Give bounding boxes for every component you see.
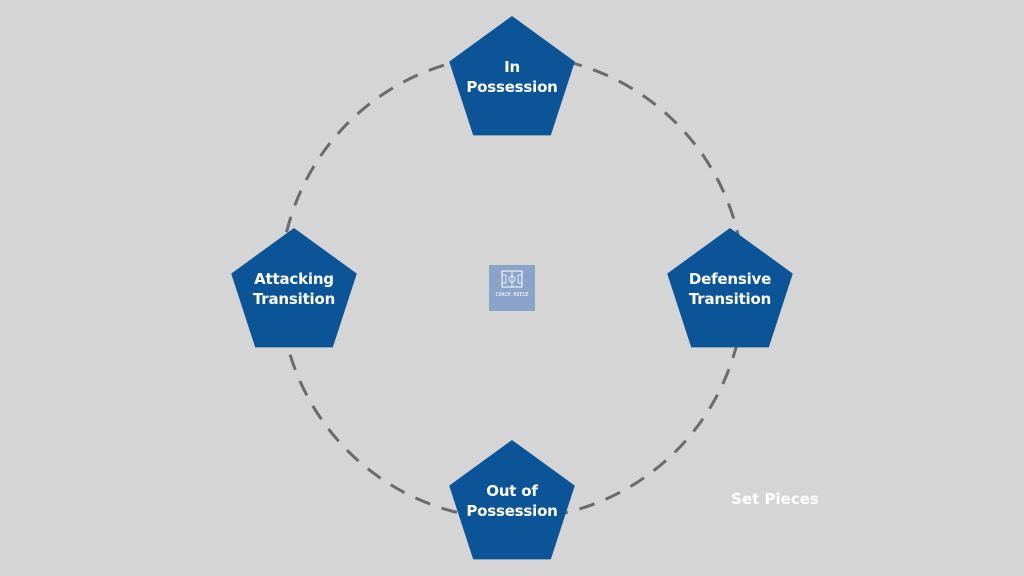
logo-text: COACH REESE (495, 292, 529, 298)
node-label-out-of-possession: Out of Possession (466, 482, 558, 520)
node-out-of-possession (449, 440, 575, 560)
coach-logo: COACH REESE (489, 265, 535, 311)
tactics-board-icon (501, 270, 523, 288)
node-attacking-transition (231, 228, 357, 348)
node-label-defensive-transition: Defensive Transition (688, 270, 772, 308)
node-in-possession (449, 16, 575, 136)
node-label-attacking-transition: Attacking Transition (252, 270, 336, 308)
node-label-in-possession: In Possession (466, 58, 558, 96)
set-pieces-label: Set Pieces (731, 490, 819, 508)
node-defensive-transition (667, 228, 793, 348)
